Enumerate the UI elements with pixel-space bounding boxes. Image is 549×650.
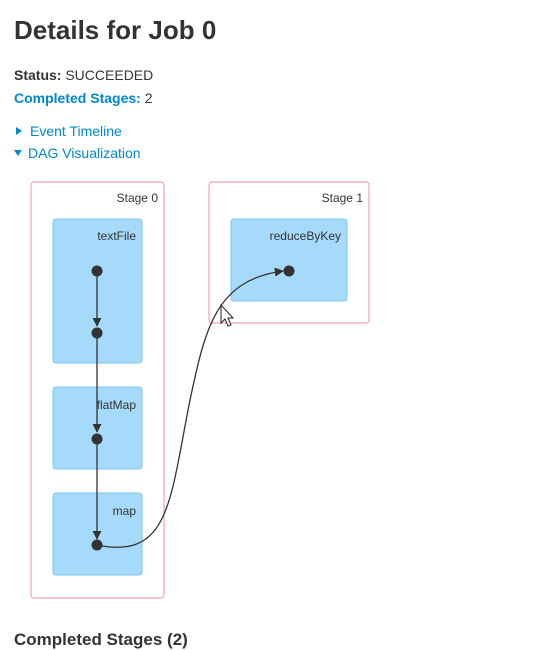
rdd-dot [91, 327, 103, 339]
page-title: Details for Job 0 [14, 15, 217, 45]
stage-1-cluster[interactable]: Stage 1 reduceByKey [208, 181, 370, 324]
dag-edges [92, 267, 284, 548]
op-label-map: map [113, 504, 137, 518]
mouse-cursor-icon [220, 303, 235, 327]
rdd-dot [91, 433, 103, 445]
caret-down-icon [14, 150, 22, 156]
stage-1-label: Stage 1 [322, 191, 364, 205]
completed-stages: Completed Stages: 2 [14, 89, 153, 107]
rdd-dot [91, 265, 103, 277]
dag-visualization-toggle[interactable]: DAG Visualization [14, 144, 141, 162]
event-timeline-label: Event Timeline [30, 123, 122, 139]
rdd-dot [283, 265, 295, 277]
op-node-reducebykey[interactable]: reduceByKey [230, 218, 348, 302]
status-value: SUCCEEDED [65, 67, 154, 83]
op-label-flatmap: flatMap [97, 398, 137, 412]
op-label-reducebykey: reduceByKey [270, 229, 341, 243]
completed-stages-link[interactable]: Completed Stages: [14, 90, 141, 106]
caret-right-icon [16, 127, 22, 135]
rdd-dot [91, 539, 103, 551]
stage-0-label: Stage 0 [117, 191, 159, 205]
op-label-textfile: textFile [97, 229, 136, 243]
event-timeline-toggle[interactable]: Event Timeline [14, 122, 122, 140]
status-label: Status: [14, 67, 62, 83]
completed-stages-count: 2 [144, 90, 153, 106]
job-status: Status: SUCCEEDED [14, 66, 153, 84]
completed-stages-heading: Completed Stages (2) [14, 630, 188, 649]
edge-map-reducebykey [96, 267, 284, 548]
rdd-dots [91, 265, 295, 551]
dag-visualization-label: DAG Visualization [28, 145, 141, 161]
